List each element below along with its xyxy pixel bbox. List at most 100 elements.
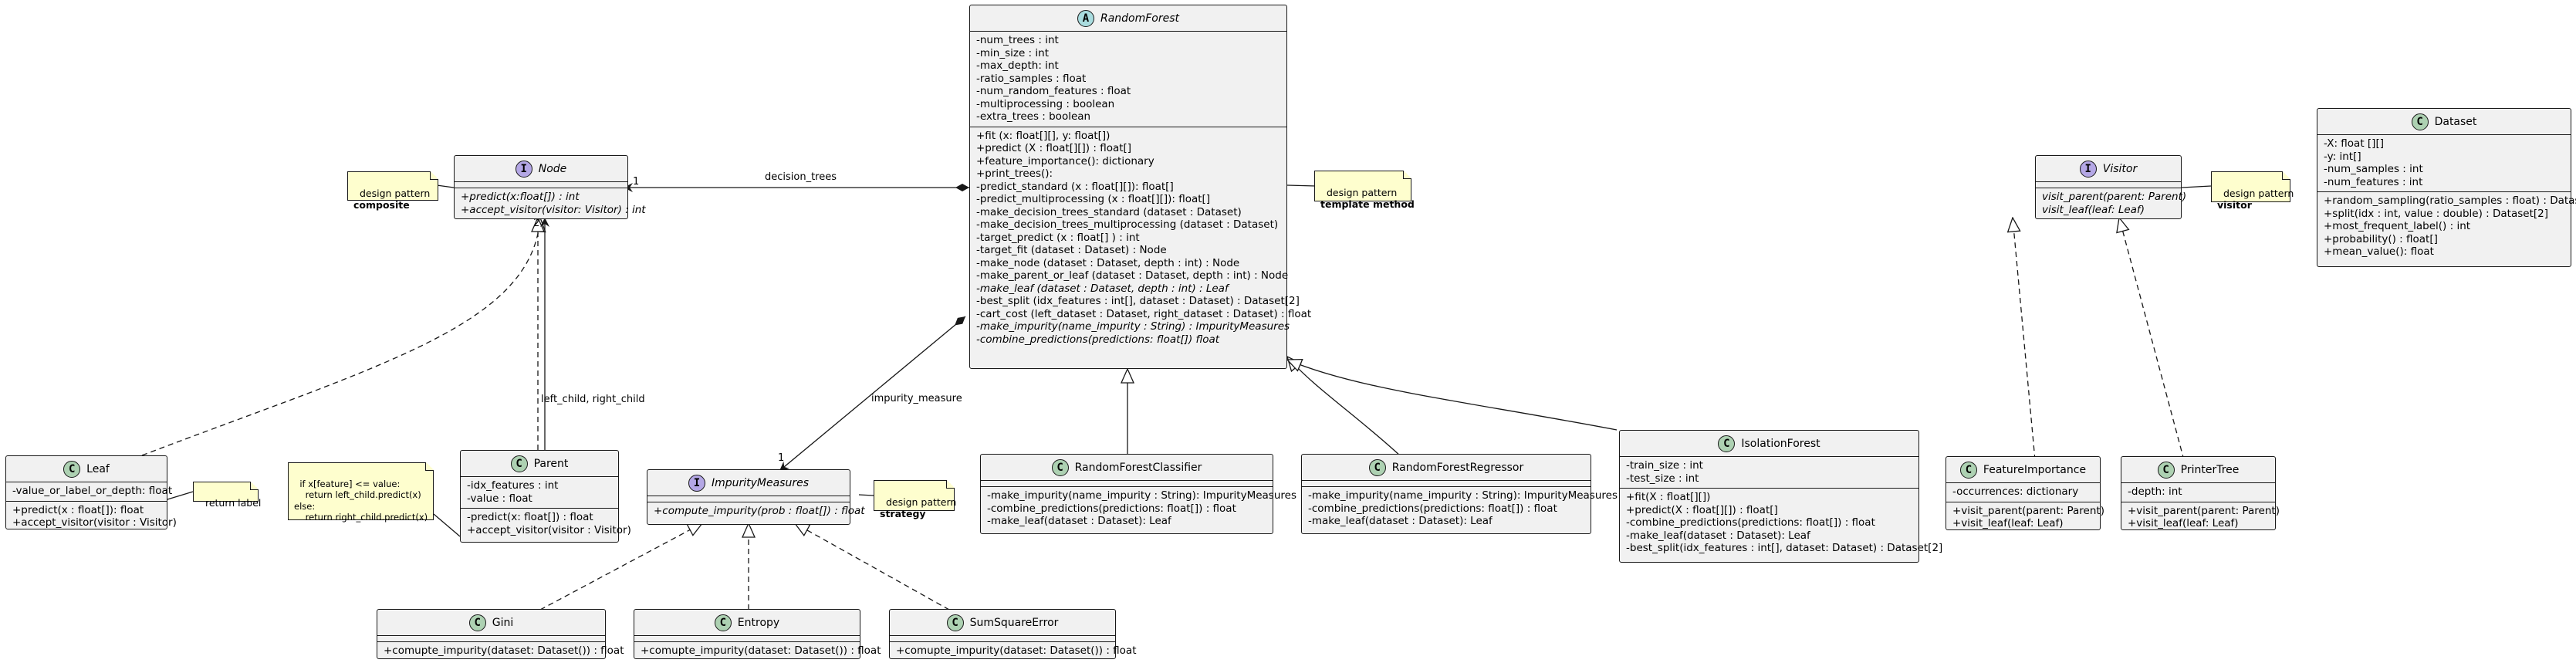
fields-section: -num_trees : int-min_size : int-max_dept… (970, 32, 1286, 127)
class-parent: C Parent -idx_features : int-value : floa… (460, 450, 631, 543)
methods-section: +visit_parent(parent: Parent)+visit_leaf… (2121, 501, 2280, 533)
class-name: Dataset (2434, 115, 2477, 128)
methods-section: +fit(X : float[][])+predict(X : float[][… (1620, 488, 1942, 558)
field: -value : float (467, 492, 532, 505)
abstract-class-icon: A (1077, 9, 1094, 27)
fields-section (981, 481, 1273, 486)
field: -extra_trees : boolean (976, 110, 1091, 123)
class-random-forest-regressor: C RandomForestRegressor -make_impurity(na… (1301, 454, 1618, 534)
class-name: SumSquareError (969, 616, 1059, 629)
field: -num_random_features : float (976, 85, 1131, 97)
class-sum-square-error: C SumSquareError +comupte_impurity(datase… (889, 609, 1137, 659)
fields-section (890, 636, 1115, 641)
method: +accept_visitor(visitor : Visitor) (467, 523, 631, 536)
label-decision-trees-multiplicity: 1 (633, 176, 640, 188)
method: -make_impurity(name_impurity : String): … (1308, 489, 1618, 502)
field: -multiprocessing : boolean (976, 97, 1115, 110)
method: -predict_standard (x : float[][]): float… (976, 180, 1174, 193)
field: -num_trees : int (976, 34, 1059, 46)
method: +most_frequent_label() : int (2324, 220, 2471, 232)
class-icon: C (1368, 458, 1386, 476)
note-link-strategy (858, 494, 874, 496)
method: -target_fit (dataset : Dataset) : Node (976, 244, 1167, 256)
methods-section: +comupte_impurity(dataset: Dataset()) : … (377, 641, 624, 661)
methods-section: +visit_parent(parent: Parent)+visit_leaf… (1946, 501, 2104, 533)
class-icon: C (714, 614, 732, 631)
method: -make_parent_or_leaf (dataset : Dataset,… (976, 269, 1289, 282)
method: +compute_impurity(prob : float[]) : floa… (654, 505, 865, 517)
note-text: design pattern (359, 188, 431, 199)
edge-gini-impurity (539, 523, 702, 611)
field: -ratio_samples : float (976, 72, 1087, 85)
method: -combine_predictions(predictions: float[… (1626, 516, 1875, 529)
class-name: Parent (533, 457, 569, 470)
fields-section (1302, 481, 1591, 486)
label-children: left_child, right_child (541, 394, 645, 405)
class-header: C RandomForestRegressor (1302, 455, 1591, 481)
field: -X: float [][] (2324, 137, 2384, 150)
class-icon: C (510, 455, 528, 472)
method: +comupte_impurity(dataset: Dataset()) : … (896, 644, 1137, 657)
method: +visit_leaf(leaf: Leaf) (1952, 517, 2064, 529)
class-icon: C (1959, 461, 1977, 479)
method: -make_decision_trees_multiprocessing (da… (976, 218, 1279, 231)
fields-section (377, 636, 605, 641)
fields-section (647, 496, 850, 502)
edge-sse-impurity (795, 523, 950, 611)
class-icon: C (946, 614, 964, 631)
method: +print_trees(): (976, 167, 1053, 180)
label-children-multiplicity: 2 (533, 218, 540, 229)
method: +accept_visitor(visitor: Visitor) : int (461, 203, 646, 216)
edge-rfr-rf (1287, 357, 1402, 458)
fields-section (2036, 182, 2181, 188)
note-link-composite (436, 184, 455, 188)
method: +predict (X : float[][]) : float[] (976, 142, 1132, 154)
note-link-visitor (2181, 185, 2212, 188)
note-text: design pattern (2223, 188, 2294, 199)
methods-section: visit_parent(parent: Parent)visit_leaf(l… (2036, 188, 2187, 219)
method: +predict(x:float[]) : int (461, 191, 580, 203)
class-name: Gini (492, 616, 514, 629)
field: -y: int[] (2324, 150, 2361, 163)
method: -predict(x: float[]) : float (467, 511, 593, 523)
method: -combine_predictions(predictions: float[… (987, 502, 1236, 515)
class-name: RandomForestRegressor (1391, 461, 1524, 474)
class-name: Node (538, 162, 567, 175)
method: +feature_importance(): dictionary (976, 154, 1154, 167)
class-icon: C (1051, 458, 1069, 476)
method: -target_predict (x : float[] ) : int (976, 231, 1140, 244)
method: -make_impurity(name_impurity : String) :… (976, 320, 1290, 333)
class-icon: C (2411, 113, 2429, 130)
method: -make_leaf(dataset : Dataset): Leaf (987, 515, 1171, 527)
note-predict-logic: if x[feature] <= value: return left_chil… (288, 462, 434, 523)
method: visit_parent(parent: Parent) (2042, 191, 2187, 203)
interface-icon: I (688, 474, 705, 492)
field: -idx_features : int (467, 479, 559, 492)
note-text: design pattern (885, 496, 957, 508)
edge-leaf-node (141, 218, 540, 456)
edge-featimp-visitor (2013, 218, 2036, 461)
methods-section: -predict(x: float[]) : float+accept_visi… (461, 508, 631, 540)
method: -combine_predictions(predictions: float[… (976, 333, 1220, 346)
note-emphasis: composite (353, 199, 410, 211)
class-icon: C (2157, 461, 2175, 479)
edge-impurity-measure (779, 316, 966, 472)
fields-section: -idx_features : int-value : float (461, 477, 618, 508)
class-name: Visitor (2102, 162, 2138, 175)
methods-section: +compute_impurity(prob : float[]) : floa… (647, 502, 865, 521)
class-header: C Parent (461, 451, 618, 477)
note-link-predict (433, 513, 461, 537)
methods-section: +predict(x : float[]): float+accept_visi… (6, 500, 177, 533)
